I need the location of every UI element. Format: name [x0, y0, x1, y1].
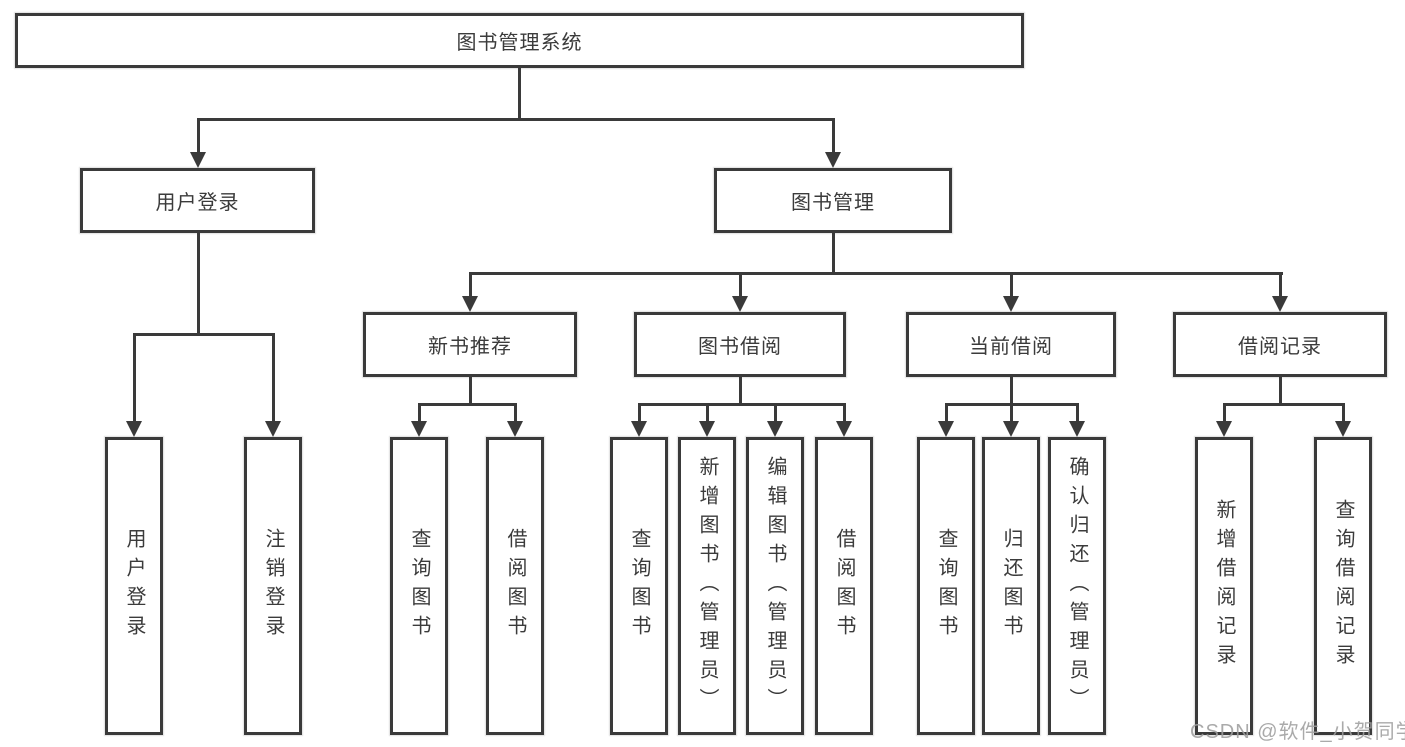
connector-l2-rail	[469, 272, 1283, 275]
leaf-current-confirm-admin: 确认归还（管理员）	[1048, 437, 1106, 735]
connector-l2-drop-newbooks	[469, 274, 472, 298]
arrow-br-query	[1335, 421, 1351, 437]
connector-login-drop-2	[272, 334, 275, 423]
connector-borrow-rail	[638, 403, 846, 406]
leaf-records-add: 新增借阅记录	[1195, 437, 1253, 735]
connector-root-feed	[518, 68, 521, 120]
arrow-nb-query	[411, 421, 427, 437]
connector-borrow-drop-3	[774, 404, 777, 423]
leaf-newbooks-query: 查询图书	[390, 437, 448, 735]
leaf-newbooks-query-label: 查询图书	[408, 528, 430, 644]
connector-records-drop-2	[1342, 404, 1345, 423]
leaf-logout-label: 注销登录	[262, 528, 284, 644]
leaf-newbooks-borrow-label: 借阅图书	[504, 528, 526, 644]
arrow-borrow-records	[1272, 296, 1288, 312]
connector-l1-rail	[197, 118, 835, 121]
leaf-borrow-add-admin: 新增图书（管理员）	[678, 437, 736, 735]
arrow-current-borrow	[1003, 296, 1019, 312]
node-book-mgmt-label: 图书管理	[791, 192, 875, 214]
arrow-cb-return	[1003, 421, 1019, 437]
leaf-borrow-add-admin-label: 新增图书（管理员）	[696, 455, 718, 717]
connector-borrow-drop-4	[843, 404, 846, 423]
connector-current-feed	[1010, 377, 1013, 405]
leaf-current-query: 查询图书	[917, 437, 975, 735]
connector-newbooks-drop-1	[418, 404, 421, 423]
arrow-bb-borrow	[836, 421, 852, 437]
node-borrow-records: 借阅记录	[1173, 312, 1387, 377]
node-borrow-records-label: 借阅记录	[1238, 336, 1322, 358]
connector-l2-drop-records	[1279, 274, 1282, 298]
arrow-cb-confirm	[1069, 421, 1085, 437]
connector-newbooks-drop-2	[514, 404, 517, 423]
connector-newbooks-feed	[469, 377, 472, 405]
node-new-books: 新书推荐	[363, 312, 577, 377]
connector-records-feed	[1279, 377, 1282, 405]
arrow-new-books	[462, 296, 478, 312]
node-user-login: 用户登录	[80, 168, 315, 233]
leaf-current-return-label: 归还图书	[1000, 528, 1022, 644]
leaf-user-login: 用户登录	[105, 437, 163, 735]
connector-records-rail	[1223, 403, 1345, 406]
leaf-borrow-borrow-label: 借阅图书	[833, 528, 855, 644]
leaf-current-query-label: 查询图书	[935, 528, 957, 644]
leaf-records-query-label: 查询借阅记录	[1332, 499, 1354, 673]
leaf-user-login-label: 用户登录	[123, 528, 145, 644]
connector-l1-drop-right	[832, 119, 835, 154]
leaf-current-confirm-admin-label: 确认归还（管理员）	[1066, 455, 1088, 717]
leaf-current-return: 归还图书	[982, 437, 1040, 735]
node-new-books-label: 新书推荐	[428, 336, 512, 358]
connector-l2-drop-current	[1010, 274, 1013, 298]
connector-l2-drop-borrow	[739, 274, 742, 298]
leaf-borrow-query-label: 查询图书	[628, 528, 650, 644]
arrow-nb-borrow	[507, 421, 523, 437]
leaf-borrow-borrow: 借阅图书	[815, 437, 873, 735]
csdn-watermark: CSDN @软件_小贺同学	[1190, 721, 1405, 743]
connector-newbooks-rail	[418, 403, 517, 406]
leaf-newbooks-borrow: 借阅图书	[486, 437, 544, 735]
leaf-borrow-edit-admin-label: 编辑图书（管理员）	[764, 455, 786, 717]
node-current-borrow: 当前借阅	[906, 312, 1116, 377]
leaf-borrow-query: 查询图书	[610, 437, 668, 735]
connector-login-drop-1	[133, 334, 136, 423]
arrow-leaf-user-login	[126, 421, 142, 437]
connector-records-drop-1	[1223, 404, 1226, 423]
connector-current-drop-3	[1076, 404, 1079, 423]
leaf-logout: 注销登录	[244, 437, 302, 735]
node-book-borrow: 图书借阅	[634, 312, 846, 377]
connector-borrow-feed	[739, 377, 742, 405]
connector-current-drop-2	[1010, 404, 1013, 423]
arrow-book-borrow	[732, 296, 748, 312]
arrow-leaf-logout	[265, 421, 281, 437]
connector-borrow-drop-1	[638, 404, 641, 423]
connector-mgmt-feed	[832, 232, 835, 275]
arrow-cb-query	[938, 421, 954, 437]
leaf-records-query: 查询借阅记录	[1314, 437, 1372, 735]
node-user-login-label: 用户登录	[155, 192, 240, 214]
node-root-system: 图书管理系统	[15, 13, 1024, 68]
node-current-borrow-label: 当前借阅	[969, 336, 1053, 358]
arrow-bb-add	[699, 421, 715, 437]
connector-l1-drop-left	[197, 119, 200, 154]
node-root-label: 图书管理系统	[456, 32, 583, 54]
connector-login-feed	[197, 232, 200, 335]
arrow-bb-edit	[767, 421, 783, 437]
leaf-borrow-edit-admin: 编辑图书（管理员）	[746, 437, 804, 735]
arrow-book-mgmt	[825, 152, 841, 168]
arrow-br-add	[1216, 421, 1232, 437]
arrow-bb-query	[631, 421, 647, 437]
connector-current-drop-1	[945, 404, 948, 423]
node-book-borrow-label: 图书借阅	[698, 336, 782, 358]
connector-borrow-drop-2	[706, 404, 709, 423]
leaf-records-add-label: 新增借阅记录	[1213, 499, 1235, 673]
node-book-mgmt: 图书管理	[714, 168, 952, 233]
connector-login-rail	[133, 333, 275, 336]
arrow-user-login	[190, 152, 206, 168]
